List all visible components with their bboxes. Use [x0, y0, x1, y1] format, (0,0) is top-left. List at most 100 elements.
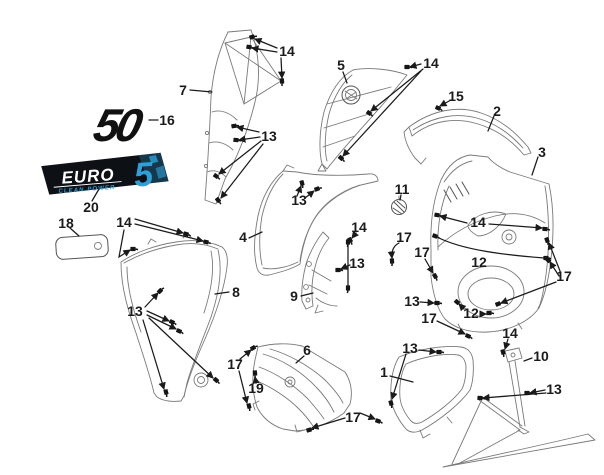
- callout-14[interactable]: 14: [351, 219, 367, 235]
- screw: [232, 136, 242, 144]
- screw: [435, 349, 445, 355]
- screw: [464, 332, 475, 341]
- part-9-bracket: [301, 231, 338, 314]
- part-3-keyhole: [467, 211, 507, 237]
- part-8-recess-center: [197, 376, 205, 384]
- decal-50-text: 50: [89, 99, 147, 150]
- screw: [313, 184, 324, 193]
- callout-17[interactable]: 17: [421, 310, 437, 326]
- part-7-bottom-edge: [204, 199, 217, 205]
- part-3-opening-inner: [467, 277, 515, 311]
- callout-19[interactable]: 19: [248, 380, 264, 396]
- part-10-head: [504, 347, 523, 363]
- callout-12[interactable]: 12: [471, 254, 487, 270]
- part-18-outline: [55, 234, 109, 260]
- callout-14[interactable]: 14: [502, 325, 518, 341]
- part-10-leg: [508, 360, 526, 428]
- part-4-front-center-cover: [254, 164, 379, 276]
- part-6-tabs: [252, 400, 306, 433]
- screw: [431, 232, 442, 241]
- callout-11[interactable]: 11: [395, 181, 410, 197]
- callout-3[interactable]: 3: [538, 144, 546, 160]
- screw: [251, 369, 259, 379]
- part-6-rib: [256, 380, 314, 427]
- euro5-word: EURO: [61, 165, 115, 188]
- callout-17[interactable]: 17: [227, 356, 243, 372]
- part-5-emblem-hatch: [344, 90, 358, 100]
- callout-17[interactable]: 17: [345, 409, 361, 425]
- part-8-recess: [193, 372, 209, 388]
- part-4-top-notch: [282, 164, 295, 172]
- part-7-left-contour: [204, 31, 229, 201]
- callout-13[interactable]: 13: [261, 128, 277, 144]
- callout-18[interactable]: 18: [58, 215, 74, 231]
- leader-lines: [69, 37, 561, 430]
- callout-1[interactable]: 1: [380, 364, 388, 380]
- callout-4[interactable]: 4: [239, 229, 247, 245]
- callout-6[interactable]: 6: [303, 342, 311, 358]
- callout-14[interactable]: 14: [423, 55, 439, 71]
- screw: [345, 238, 351, 248]
- callout-13[interactable]: 13: [127, 303, 143, 319]
- part-8-right-flange: [183, 249, 221, 398]
- part-4-bottom-inner: [262, 261, 299, 270]
- part-3-top-inner: [443, 160, 473, 183]
- callout-17[interactable]: 17: [556, 268, 572, 284]
- part-2-left-hook: [403, 126, 427, 165]
- screw: [499, 348, 508, 359]
- part-18-hole: [94, 241, 102, 250]
- screw: [129, 246, 139, 252]
- part-5-front-cover-panel: [317, 68, 408, 172]
- part-9-hole: [306, 261, 312, 267]
- screw: [431, 271, 441, 283]
- part-4-left-inner: [259, 173, 284, 266]
- callout-15[interactable]: 15: [448, 88, 464, 104]
- callout-5[interactable]: 5: [337, 57, 345, 73]
- callout-20[interactable]: 20: [83, 199, 99, 215]
- screw: [278, 77, 286, 87]
- callout-14[interactable]: 14: [470, 214, 486, 230]
- callout-14[interactable]: 14: [116, 214, 132, 230]
- part-8-top-inner: [123, 243, 219, 264]
- part-5-inner-edge: [324, 74, 353, 162]
- screw: [168, 318, 179, 327]
- part-3-sweep: [437, 213, 546, 248]
- callout-17[interactable]: 17: [414, 244, 430, 260]
- callout-2[interactable]: 2: [493, 103, 501, 119]
- part-3-dial: [501, 229, 517, 245]
- screw: [433, 211, 444, 219]
- callout-7[interactable]: 7: [179, 82, 187, 98]
- callout-13[interactable]: 13: [349, 255, 365, 271]
- part-3-outline: [430, 154, 554, 333]
- part-7-screen-frame: [224, 36, 282, 105]
- part-7-right-contour: [215, 29, 259, 205]
- part-10-hole: [510, 352, 516, 358]
- part-2-outline: [408, 108, 532, 156]
- part-3-vents: [443, 181, 470, 203]
- part-6-boss-center: [287, 379, 293, 385]
- part-5-foot: [317, 163, 327, 172]
- callout-9[interactable]: 9: [290, 288, 298, 304]
- part-10-foot: [517, 426, 530, 435]
- callout-13[interactable]: 13: [291, 192, 307, 208]
- callout-13[interactable]: 13: [546, 381, 562, 397]
- callout-10[interactable]: 10: [533, 348, 549, 364]
- callout-14[interactable]: 14: [279, 43, 295, 59]
- callout-12[interactable]: 12: [463, 305, 479, 321]
- part-7-boss: [204, 130, 210, 136]
- screw: [403, 64, 413, 70]
- callout-13[interactable]: 13: [404, 293, 420, 309]
- part-2-upper-garnish: [403, 108, 532, 165]
- callout-16[interactable]: 16: [159, 112, 175, 128]
- euro5-subtext: CLEAN POWER: [58, 185, 115, 195]
- callout-17[interactable]: 17: [396, 229, 412, 245]
- screw: [211, 375, 222, 386]
- callout-13[interactable]: 13: [402, 340, 418, 356]
- callout-8[interactable]: 8: [232, 284, 240, 300]
- part-1-tabs: [419, 416, 453, 439]
- screw: [387, 399, 396, 410]
- part-6-rib: [258, 366, 325, 420]
- part-10-stand-wedge: [442, 433, 596, 468]
- euro5-badge-background: [41, 152, 169, 195]
